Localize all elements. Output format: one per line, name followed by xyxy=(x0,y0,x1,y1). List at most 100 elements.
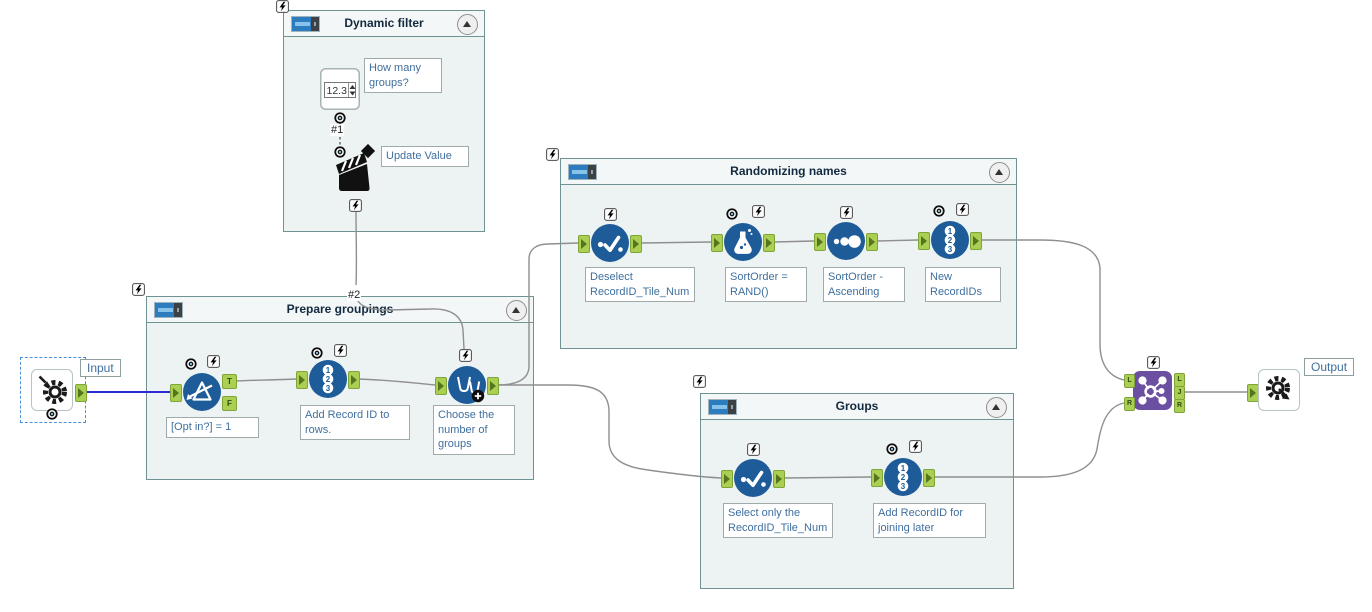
anchor-arrow-icon xyxy=(581,239,587,249)
select-icon xyxy=(591,224,629,262)
formula-tool[interactable] xyxy=(724,223,762,261)
tile-tool[interactable] xyxy=(448,366,486,404)
connection-label-2[interactable]: #2 xyxy=(347,289,362,301)
record-id-output-anchor[interactable] xyxy=(970,232,982,250)
annotation-sort[interactable]: SortOrder - Ascending xyxy=(823,267,905,303)
wire-groups-recordid-to-join-right[interactable] xyxy=(933,402,1125,478)
sort-tool[interactable] xyxy=(827,222,865,260)
annotation-record-id-groups[interactable]: Add RecordID for joining later xyxy=(873,503,986,539)
interface-output-bolt-icon[interactable] xyxy=(349,199,362,217)
join-join-output-anchor[interactable]: J xyxy=(1174,386,1185,400)
record-id-tool[interactable]: 1 2 3 xyxy=(931,221,969,259)
wire-select-to-formula[interactable] xyxy=(640,241,712,244)
filter-input-anchor[interactable] xyxy=(170,384,182,402)
collapse-button[interactable] xyxy=(986,397,1007,418)
record-id-tool[interactable]: 1 2 3 xyxy=(884,458,922,496)
question-anchor-icon[interactable] xyxy=(334,145,346,163)
spinner-up-icon[interactable] xyxy=(349,85,356,89)
question-anchor-icon[interactable] xyxy=(334,111,346,129)
annotation-new-recordids[interactable]: New RecordIDs xyxy=(925,267,1001,303)
macro-input-gear-icon xyxy=(38,375,67,404)
record-id-icon: 1 2 3 xyxy=(884,458,922,496)
record-id-output-anchor[interactable] xyxy=(348,371,360,389)
numeric-updown-tool[interactable]: 12.3 xyxy=(320,68,360,115)
select-tool[interactable] xyxy=(734,459,772,497)
filter-true-anchor[interactable]: T xyxy=(222,374,237,389)
record-id-input-anchor[interactable] xyxy=(871,469,883,487)
join-left-input-anchor[interactable]: L xyxy=(1124,374,1135,388)
formula-input-anchor[interactable] xyxy=(711,234,723,252)
anchor-arrow-icon xyxy=(173,388,179,398)
wire-groups-select-to-recordid[interactable] xyxy=(783,476,872,479)
svg-text:1: 1 xyxy=(901,464,906,473)
numeric-updown-value[interactable]: 12.3 xyxy=(327,85,348,97)
spinner-down-icon[interactable] xyxy=(349,91,356,96)
anchor-arrow-icon xyxy=(874,473,880,483)
annotation-numeric-updown[interactable]: How many groups? xyxy=(364,58,442,94)
annotation-action[interactable]: Update Value xyxy=(381,146,469,167)
collapse-button[interactable] xyxy=(506,300,527,321)
formula-output-anchor[interactable] xyxy=(763,234,775,252)
wire-newrecordids-to-join-left[interactable] xyxy=(980,239,1125,381)
tile-output-anchor[interactable] xyxy=(487,377,499,395)
container-icon xyxy=(709,400,736,414)
container-title: Groups xyxy=(835,399,879,413)
question-anchor-icon[interactable] xyxy=(46,407,58,425)
record-id-icon: 1 2 3 xyxy=(309,360,347,398)
annotation-formula[interactable]: SortOrder = RAND() xyxy=(725,267,807,303)
container-title: Dynamic filter xyxy=(344,16,424,30)
record-id-input-anchor[interactable] xyxy=(918,232,930,250)
wire-filter-true-to-recordid[interactable] xyxy=(234,378,297,382)
record-id-tool[interactable]: 1 2 3 xyxy=(309,360,347,398)
wire-action-to-tile-interface[interactable] xyxy=(355,295,465,350)
macro-output-tool[interactable] xyxy=(1258,369,1300,411)
record-id-input-anchor[interactable] xyxy=(296,371,308,389)
filter-tool[interactable] xyxy=(183,373,221,411)
record-id-output-anchor[interactable] xyxy=(923,469,935,487)
sort-input-anchor[interactable] xyxy=(814,233,826,251)
annotation-tile[interactable]: Choose the number of groups xyxy=(433,405,515,455)
wire-formula-to-sort[interactable] xyxy=(773,240,815,243)
wire-recordid-to-tile[interactable] xyxy=(357,378,436,386)
annotation-select[interactable]: Deselect RecordID_Tile_Num xyxy=(585,267,695,303)
container-titlebar[interactable]: Randomizing names xyxy=(561,159,1016,185)
select-output-anchor[interactable] xyxy=(773,470,785,488)
macro-input-tool[interactable] xyxy=(31,369,73,411)
join-right-output-anchor[interactable]: R xyxy=(1174,399,1185,413)
container-icon-stripe xyxy=(295,22,310,26)
collapse-button[interactable] xyxy=(989,162,1010,183)
annotation-select-groups[interactable]: Select only the RecordID_Tile_Num xyxy=(723,503,833,539)
annotation-record-id[interactable]: Add Record ID to rows. xyxy=(300,405,410,441)
connection-label-1[interactable]: #1 xyxy=(330,124,345,136)
anchor-arrow-icon xyxy=(299,375,305,385)
select-output-anchor[interactable] xyxy=(630,235,642,253)
action-tool[interactable] xyxy=(331,143,379,199)
interface-bolt-icon xyxy=(752,205,765,223)
container-dynamic-filter[interactable]: Dynamic filter xyxy=(283,10,485,232)
container-titlebar[interactable]: Dynamic filter xyxy=(284,11,484,37)
wire-sort-to-recordid[interactable] xyxy=(876,239,919,242)
container-titlebar[interactable]: Prepare groupings xyxy=(147,297,533,323)
interface-bolt-icon xyxy=(459,349,472,367)
anchor-arrow-icon xyxy=(921,236,927,246)
select-tool[interactable] xyxy=(591,224,629,262)
annotation-filter[interactable]: [Opt in?] = 1 xyxy=(166,417,259,438)
macro-input-output-anchor[interactable] xyxy=(75,384,87,402)
tool-marker-icon xyxy=(311,346,323,364)
select-input-anchor[interactable] xyxy=(721,470,733,488)
svg-text:3: 3 xyxy=(901,482,906,491)
join-left-output-anchor[interactable]: L xyxy=(1174,373,1185,387)
join-tool[interactable] xyxy=(1133,371,1172,415)
wire-tile-to-randomizing-select[interactable] xyxy=(496,242,579,386)
container-titlebar[interactable]: Groups xyxy=(701,394,1013,420)
collapse-button[interactable] xyxy=(457,14,478,35)
sort-output-anchor[interactable] xyxy=(866,233,878,251)
filter-false-anchor[interactable]: F xyxy=(222,396,237,411)
select-input-anchor[interactable] xyxy=(578,235,590,253)
wire-tile-to-groups-select[interactable] xyxy=(497,384,722,479)
join-right-input-anchor[interactable]: R xyxy=(1124,397,1135,411)
tile-input-anchor[interactable] xyxy=(435,377,447,395)
interface-bolt-icon xyxy=(956,203,969,221)
